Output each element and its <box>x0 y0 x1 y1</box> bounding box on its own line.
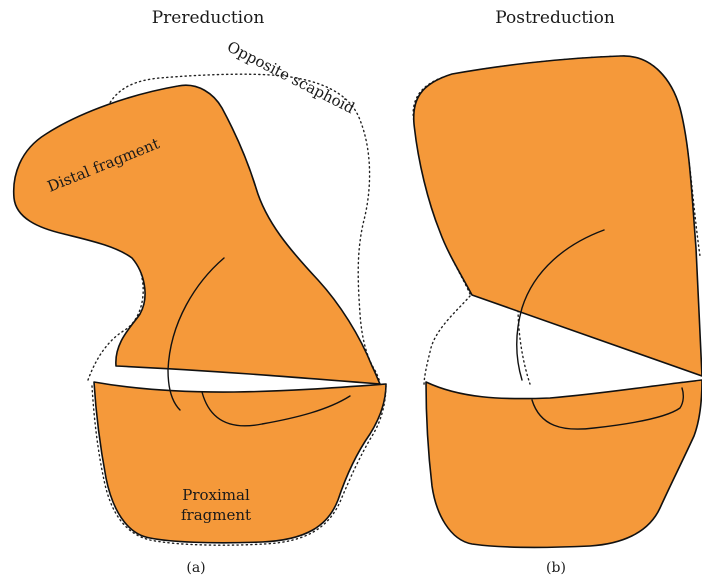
panel-a-sublabel: (a) <box>186 560 205 576</box>
internal-curve-distal-b <box>516 229 605 381</box>
distal-fragment-a <box>12 84 381 385</box>
panel-a: Prereduction Opposite scaphoid Distal fr… <box>12 8 387 576</box>
proximal-fragment-b <box>425 379 702 549</box>
internal-curve-distal-a <box>167 257 225 411</box>
internal-curve-proximal-b <box>531 387 685 430</box>
panel-b-title: Postreduction <box>495 8 615 28</box>
distal-fragment-b <box>412 55 702 377</box>
internal-curve-proximal-a <box>201 391 351 427</box>
panel-b: Postreduction (b) <box>412 8 702 576</box>
opposite-scaphoid-label: Opposite scaphoid <box>224 38 358 118</box>
panel-b-sublabel: (b) <box>546 560 566 576</box>
proximal-fragment-label-line1: Proximal <box>182 486 250 504</box>
panel-a-title: Prereduction <box>152 8 265 28</box>
proximal-fragment-label-line2: fragment <box>181 506 251 524</box>
proximal-fragment-a <box>93 381 387 544</box>
